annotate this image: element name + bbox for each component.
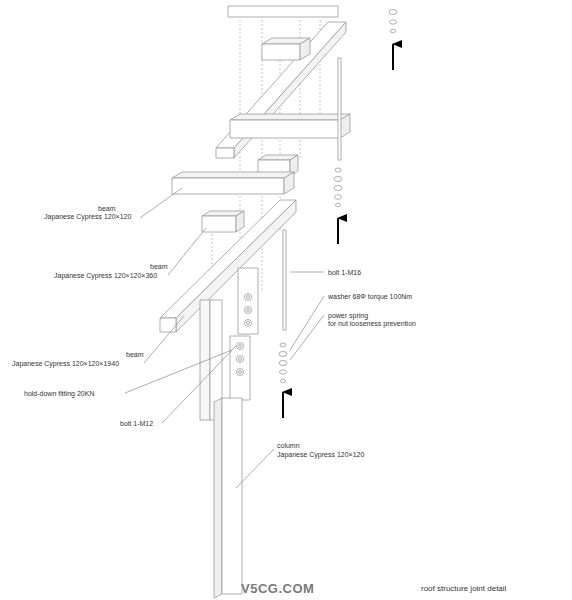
beam — [202, 216, 236, 232]
bolt-rod — [338, 58, 341, 160]
material-note: Japanese Cypress 120×120 — [277, 450, 364, 459]
part-label: power spring — [328, 311, 368, 320]
column — [222, 398, 242, 594]
part-label: for nut looseness prevention — [328, 319, 416, 328]
material-note: Japanese Cypress 120×120×1940 — [12, 359, 119, 368]
label-title: beam — [98, 204, 116, 213]
hold-down-fitting — [230, 336, 250, 400]
part-label: washer 68Φ torque 100Nm — [328, 292, 412, 301]
label-title: column — [277, 441, 300, 450]
watermark: V5CG.COM — [241, 581, 314, 596]
diagonal-beam — [160, 200, 296, 318]
part-label: bolt 1-M12 — [120, 419, 153, 428]
hold-down-fitting — [238, 268, 258, 334]
label-title: beam — [150, 262, 168, 271]
part-label: bolt 1-M16 — [328, 268, 361, 277]
caption: roof structure joint detail — [421, 584, 506, 594]
leader-line — [125, 188, 324, 488]
beam — [230, 120, 340, 138]
top-beam — [228, 6, 338, 17]
bolt-rod — [283, 230, 286, 330]
part-label: hold-down fitting 20KN — [24, 389, 94, 398]
label-title: beam — [126, 350, 144, 359]
beam — [172, 178, 284, 194]
material-note: Japanese Cypress 120×120×360 — [54, 271, 157, 280]
material-note: Japanese Cypress 120×120 — [44, 212, 131, 221]
diagonal-beam — [216, 22, 346, 148]
assembly-arrow — [283, 44, 393, 418]
